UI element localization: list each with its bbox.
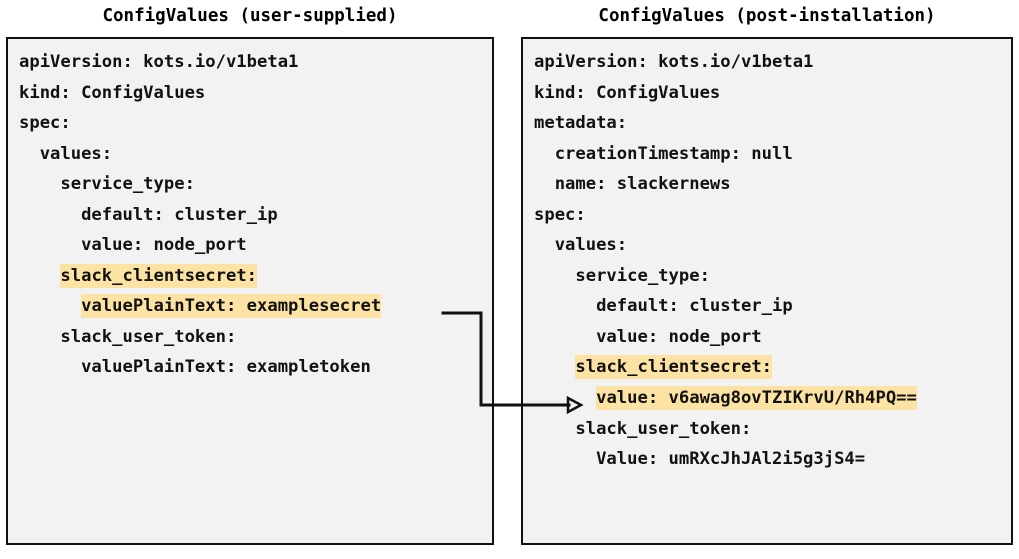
highlighted-code-segment: slack_clientsecret: [60, 263, 258, 288]
highlighted-code-segment: slack_clientsecret: [575, 355, 773, 380]
code-segment: spec: [19, 113, 71, 134]
highlighted-code-segment: valuePlainText: examplesecret [81, 294, 382, 319]
code-segment: apiVersion: kots.io/v1beta1 [534, 52, 814, 72]
code-segment: slack_user_token: [534, 418, 752, 439]
code-segment: slack_user_token: [19, 326, 237, 347]
code-segment: kind: ConfigValues [19, 82, 206, 103]
code-segment: kind: ConfigValues [534, 82, 721, 103]
code-segment: value: node_port [19, 235, 247, 256]
code-line: Value: umRXcJhJAl2i5g3jS4= [534, 444, 1011, 475]
code-line: value: v6awag8ovTZIKrvU/Rh4PQ== [534, 383, 1011, 414]
code-line: slack_clientsecret: [19, 261, 492, 292]
code-segment: valuePlainText: exampletoken [19, 357, 371, 378]
code-line: default: cluster_ip [19, 200, 492, 231]
left-configvalues-box: apiVersion: kots.io/v1beta1 kind: ConfigV… [6, 37, 494, 545]
code-line: value: node_port [534, 322, 1011, 353]
code-segment: default: cluster_ip [534, 296, 793, 317]
code-segment [534, 355, 575, 379]
code-segment: creationTimestamp: null [534, 143, 793, 164]
code-segment: values: [534, 235, 628, 256]
code-line: values: [19, 139, 492, 170]
left-panel-title: ConfigValues (user-supplied) [102, 6, 398, 26]
code-segment: spec: [534, 204, 586, 225]
code-segment [19, 264, 60, 288]
code-segment: Value: umRXcJhJAl2i5g3jS4= [534, 449, 866, 470]
code-line: valuePlainText: examplesecret [19, 291, 492, 322]
code-line: slack_user_token: [19, 322, 492, 353]
highlighted-code-segment: value: v6awag8ovTZIKrvU/Rh4PQ== [596, 386, 917, 411]
code-line: slack_clientsecret: [534, 352, 1011, 383]
code-segment [19, 294, 81, 318]
code-line: kind: ConfigValues [534, 78, 1011, 109]
code-segment: default: cluster_ip [19, 204, 278, 225]
left-configvalues-code: apiVersion: kots.io/v1beta1 kind: ConfigV… [19, 47, 492, 383]
code-line: valuePlainText: exampletoken [19, 352, 492, 383]
code-line: default: cluster_ip [534, 291, 1011, 322]
code-line: creationTimestamp: null [534, 139, 1011, 170]
code-segment: service_type: [534, 265, 710, 286]
code-segment: values: [19, 143, 113, 164]
code-line: kind: ConfigValues [19, 78, 492, 109]
code-line: apiVersion: kots.io/v1beta1 [19, 47, 492, 78]
code-line: name: slackernews [534, 169, 1011, 200]
code-line: apiVersion: kots.io/v1beta1 [534, 47, 1011, 78]
code-segment: service_type: [19, 174, 195, 195]
right-configvalues-code: apiVersion: kots.io/v1beta1 kind: ConfigV… [534, 47, 1011, 475]
code-line: slack_user_token: [534, 414, 1011, 445]
code-line: service_type: [534, 261, 1011, 292]
code-line: values: [534, 230, 1011, 261]
right-panel-title: ConfigValues (post-installation) [598, 6, 936, 26]
code-segment: apiVersion: kots.io/v1beta1 [19, 52, 299, 72]
code-segment [534, 386, 596, 410]
code-line: value: node_port [19, 230, 492, 261]
code-line: spec: [19, 108, 492, 139]
code-segment: value: node_port [534, 326, 762, 347]
code-segment: metadata: [534, 113, 628, 134]
code-segment: name: slackernews [534, 174, 731, 195]
code-line: spec: [534, 200, 1011, 231]
right-configvalues-box: apiVersion: kots.io/v1beta1 kind: ConfigV… [521, 37, 1013, 545]
code-line: metadata: [534, 108, 1011, 139]
code-line: service_type: [19, 169, 492, 200]
